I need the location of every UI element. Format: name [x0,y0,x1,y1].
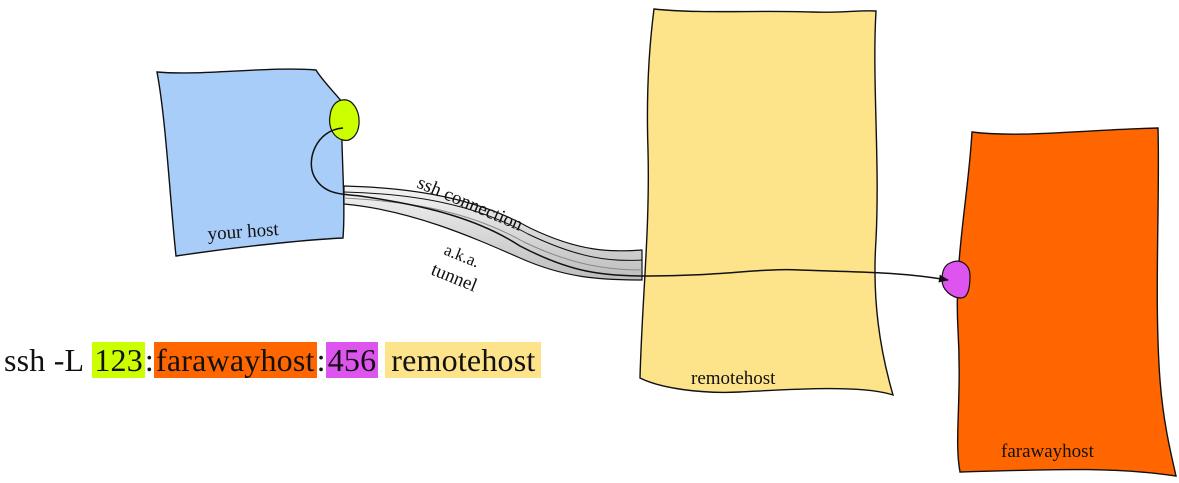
label-farawayhost: farawayhost [1001,441,1095,462]
ssh-tunnel-pipe [343,185,643,281]
remotehost-box [639,8,895,397]
remote-port-456 [941,260,971,299]
cmd-target-port: 456 [325,342,379,378]
cmd-prefix: ssh -L [4,342,85,378]
cmd-sep-2: : [316,342,326,378]
label-your-host: your host [207,219,280,245]
cmd-ssh-host: remotehost [385,342,542,378]
cmd-local-port: 123 [92,342,145,378]
cmd-target-host: farawayhost [154,342,317,378]
label-remotehost: remotehost [691,368,776,389]
farawayhost-box [956,127,1177,477]
cmd-sep-1: : [144,342,155,378]
ssh-command: ssh -L 123 : farawayhost : 456 remotehos… [4,340,542,380]
forwarding-path [310,127,949,283]
local-port-123 [329,99,360,141]
tunnel-inner-line [343,191,643,261]
your-host-box [156,68,345,257]
